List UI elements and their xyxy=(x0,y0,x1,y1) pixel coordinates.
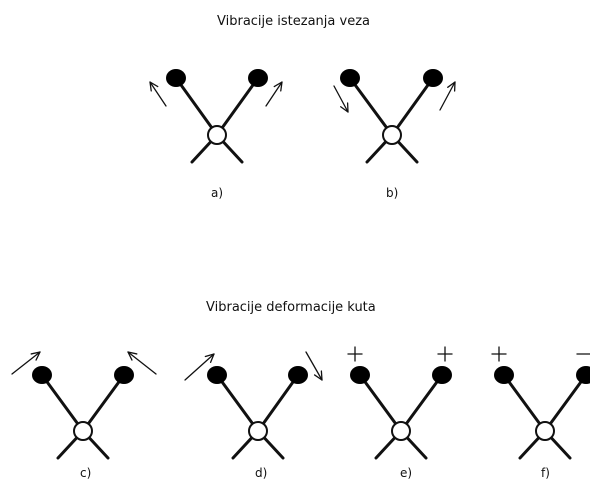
arrow-c-left xyxy=(11,351,41,375)
arrow-a-left xyxy=(149,81,167,107)
mol-b-atom-right xyxy=(423,69,443,87)
label-f: f) xyxy=(541,466,550,480)
mol-a-atom-right xyxy=(248,69,268,87)
label-c: c) xyxy=(80,466,92,480)
arrow-d-right xyxy=(305,351,323,381)
stretching-title: Vibracije istezanja veza xyxy=(217,14,370,29)
label-d: d) xyxy=(255,466,268,480)
mol-b-atom-left xyxy=(340,69,360,87)
mol-c-center-atom xyxy=(73,421,93,441)
mol-a-atom-left xyxy=(166,69,186,87)
arrow-d-left-head xyxy=(204,353,215,363)
mol-b-bond-right xyxy=(390,76,435,137)
arrow-a-left-head xyxy=(149,81,159,92)
mol-b-center-atom xyxy=(382,125,402,145)
mol-f-atom-left xyxy=(494,366,514,384)
mol-d-bond-right xyxy=(256,373,300,433)
label-a: a) xyxy=(211,186,224,200)
mol-e-atom-left xyxy=(350,366,370,384)
arrow-b-right-head xyxy=(447,81,456,92)
mol-d-atom-left xyxy=(207,366,227,384)
mol-e-bond-right xyxy=(399,373,444,433)
mol-e-atom-right xyxy=(432,366,452,384)
mol-c-bond-right xyxy=(81,373,126,433)
arrow-a-right xyxy=(265,81,283,107)
arrow-b-left xyxy=(333,85,349,113)
arrow-a-right-head xyxy=(273,81,283,92)
arrow-c-right-head xyxy=(127,351,138,361)
label-b: b) xyxy=(386,186,399,200)
mol-a-center-atom xyxy=(207,125,227,145)
mol-d-bond-left xyxy=(215,373,260,433)
arrow-b-left-head xyxy=(340,102,349,113)
mol-e-center-atom xyxy=(391,421,411,441)
arrow-d-left xyxy=(184,353,215,381)
mol-a-bond-left xyxy=(174,76,219,137)
mol-b-bond-left xyxy=(348,76,394,137)
mol-c-bond-left xyxy=(40,373,85,433)
arrow-d-right-head xyxy=(313,370,323,381)
mol-c-atom-right xyxy=(114,366,134,384)
arrow-c-left-head xyxy=(30,351,41,361)
mol-d-atom-right xyxy=(288,366,308,384)
mol-d-center-atom xyxy=(248,421,268,441)
mol-f-bond-left xyxy=(502,373,547,433)
mol-f-atom-right xyxy=(576,366,590,384)
mol-f-bond-right xyxy=(543,373,588,433)
mol-a-bond-right xyxy=(215,76,260,137)
mol-e-bond-left xyxy=(358,373,403,433)
arrow-b-right xyxy=(439,81,456,111)
mol-f-center-atom xyxy=(535,421,555,441)
bending-title: Vibracije deformacije kuta xyxy=(206,300,376,315)
mol-c-atom-left xyxy=(32,366,52,384)
arrow-c-right xyxy=(127,351,157,375)
label-e: e) xyxy=(400,466,413,480)
